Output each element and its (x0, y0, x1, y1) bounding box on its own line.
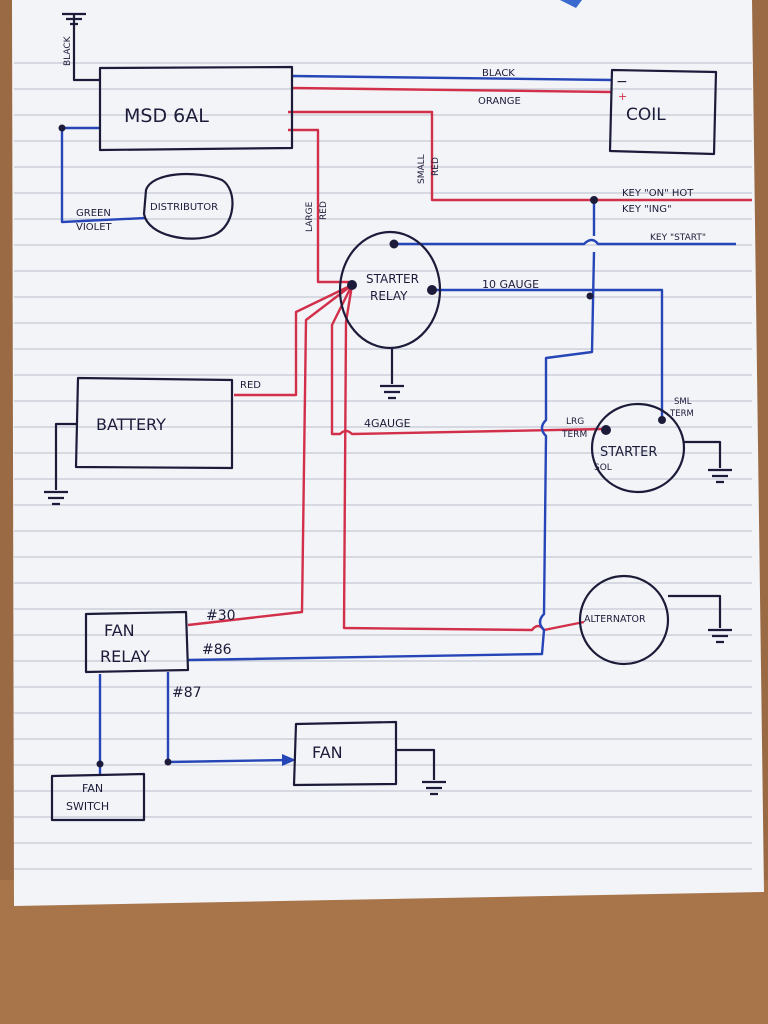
coil-negative-label: − (616, 74, 628, 90)
starter-label: STARTER (600, 445, 657, 460)
msd-6al-box (98, 65, 294, 152)
green-wire-label: GREEN (76, 208, 111, 219)
battery-label: BATTERY (96, 415, 166, 434)
lrg-term-label-2: TERM (561, 430, 587, 440)
black-wire-label: BLACK (482, 68, 515, 79)
large-red-label-1: LARGE (305, 201, 315, 232)
key-on-hot-feed-wire (187, 200, 596, 662)
small-red-label-1: SMALL (417, 154, 427, 184)
fan-relay-label-2: RELAY (100, 647, 150, 666)
starter-large-terminal (601, 425, 611, 435)
ten-gauge-junction (586, 292, 594, 300)
battery-red-wire (234, 283, 353, 397)
violet-wire-label: VIOLET (76, 222, 113, 233)
coil-positive-label: + (618, 90, 627, 103)
starter-sol-label: SOL (594, 463, 612, 473)
black-wire (291, 74, 613, 82)
relay-output-terminal (427, 285, 437, 295)
terminal-dots (58, 124, 666, 768)
large-red-wire (288, 128, 352, 284)
lrg-term-label-1: LRG (566, 417, 584, 427)
key-start-wire (394, 238, 736, 246)
key-on-junction (590, 196, 598, 204)
distributor-label: DISTRIBUTOR (150, 202, 218, 213)
coil-box (608, 68, 718, 156)
battery-red-label: RED (240, 380, 261, 391)
small-red-wire (288, 110, 752, 202)
distributor-shape (142, 172, 234, 240)
pin-87-label: #87 (172, 685, 202, 701)
starter-circle (590, 402, 686, 494)
orange-wire (291, 86, 613, 94)
green-violet-wire (60, 126, 147, 224)
fan-label: FAN (312, 743, 343, 762)
fan-relay-30-wire (187, 284, 353, 627)
fan-switch-label-2: SWITCH (66, 800, 109, 813)
alternator-label: ALTERNATOR (584, 614, 646, 625)
components (44, 12, 732, 822)
sml-term-label-2: TERM (669, 409, 694, 419)
fan-87-junction (164, 758, 172, 766)
four-gauge-label: 4GAUGE (364, 417, 411, 430)
fan-ground-icon (396, 748, 446, 796)
fan-relay-label-1: FAN (104, 621, 135, 640)
starter-small-terminal (658, 416, 666, 424)
large-red-label-2: RED (319, 201, 329, 220)
relay-start-terminal (389, 239, 399, 249)
relay-battery-terminal (347, 280, 357, 290)
ten-gauge-wire (432, 288, 664, 418)
key-start-label: KEY "START" (650, 233, 706, 243)
coil-label: COIL (626, 105, 666, 125)
fan-switch-box (50, 772, 146, 822)
fan-relay-box (84, 610, 190, 674)
table-edge (0, 880, 768, 1024)
starter-relay-circle (338, 230, 442, 350)
msd-ground-icon (62, 12, 86, 26)
orange-wire-label: ORANGE (478, 96, 521, 107)
fan-arrow-icon (282, 754, 296, 766)
small-red-label-2: RED (431, 157, 441, 176)
battery-box (74, 376, 234, 470)
starter-relay-label-2: RELAY (370, 289, 408, 303)
fan-box (292, 720, 398, 787)
ruled-lines (14, 62, 752, 870)
key-ing-label: KEY "ING" (622, 204, 672, 215)
alternator-ground-icon (668, 594, 732, 644)
battery-ground-icon (44, 422, 78, 506)
paper-corner-mark (560, 0, 582, 8)
fan-switch-label-1: FAN (82, 782, 103, 795)
fan-switch-junction (96, 760, 104, 768)
ten-gauge-label: 10 GAUGE (482, 278, 539, 291)
pin-86-label: #86 (202, 642, 232, 658)
starter-relay-label-1: STARTER (366, 272, 419, 286)
msd-ground-wire (72, 14, 100, 82)
msd-6al-label: MSD 6AL (124, 105, 209, 127)
pin-30-label: #30 (206, 608, 236, 624)
sml-term-label-1: SML (674, 397, 692, 407)
key-on-hot-label: KEY "ON" HOT (622, 188, 694, 199)
alternator-circle (578, 574, 670, 666)
black-ground-wire-label: BLACK (63, 35, 73, 66)
relay-ground-icon (380, 348, 404, 400)
msd-distributor-junction (58, 124, 66, 132)
starter-ground-icon (684, 440, 732, 484)
